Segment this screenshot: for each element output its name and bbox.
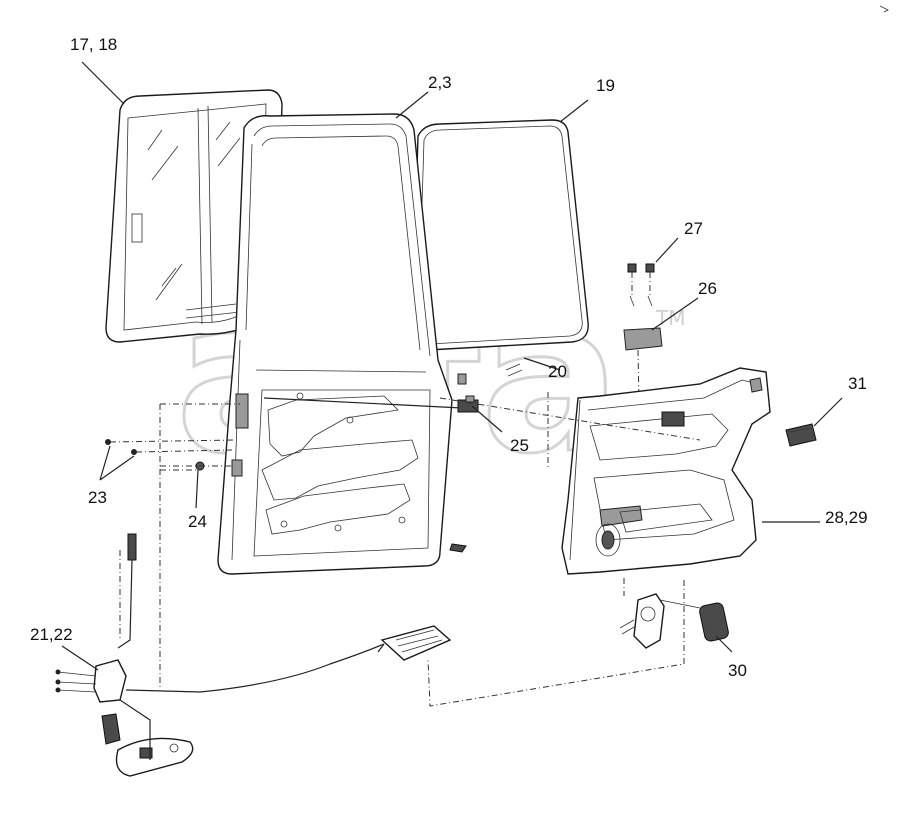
callout-20: 20	[548, 362, 567, 381]
door-frame	[217, 113, 467, 575]
door-trim-panel	[561, 367, 771, 575]
callout-labels: 17, 18 2,3 19 27 26 20 31 25 23 24 28,29…	[30, 35, 868, 680]
callout-24: 24	[188, 512, 207, 531]
callout-30: 30	[728, 661, 747, 680]
callout-31: 31	[848, 374, 867, 393]
callout-17-18: 17, 18	[70, 35, 117, 54]
callout-27: 27	[684, 219, 703, 238]
callout-26: 26	[698, 279, 717, 298]
fasteners-left	[105, 439, 237, 471]
corner-mark	[879, 5, 889, 13]
trim-cap	[785, 423, 817, 447]
callout-25: 25	[510, 436, 529, 455]
leader-lines	[61, 61, 843, 671]
callout-2-3: 2,3	[428, 73, 452, 92]
door-glass	[411, 119, 589, 351]
callout-19: 19	[596, 76, 615, 95]
lock-mechanism	[55, 533, 385, 777]
screw-bracket	[623, 263, 663, 461]
switch-box	[377, 625, 452, 661]
callout-28-29: 28,29	[825, 508, 868, 527]
assembly-guide-lines	[119, 392, 701, 707]
speaker-assembly	[619, 578, 729, 649]
callout-23: 23	[88, 488, 107, 507]
callout-21-22: 21,22	[30, 625, 73, 644]
lock-rod-parts	[263, 363, 523, 413]
